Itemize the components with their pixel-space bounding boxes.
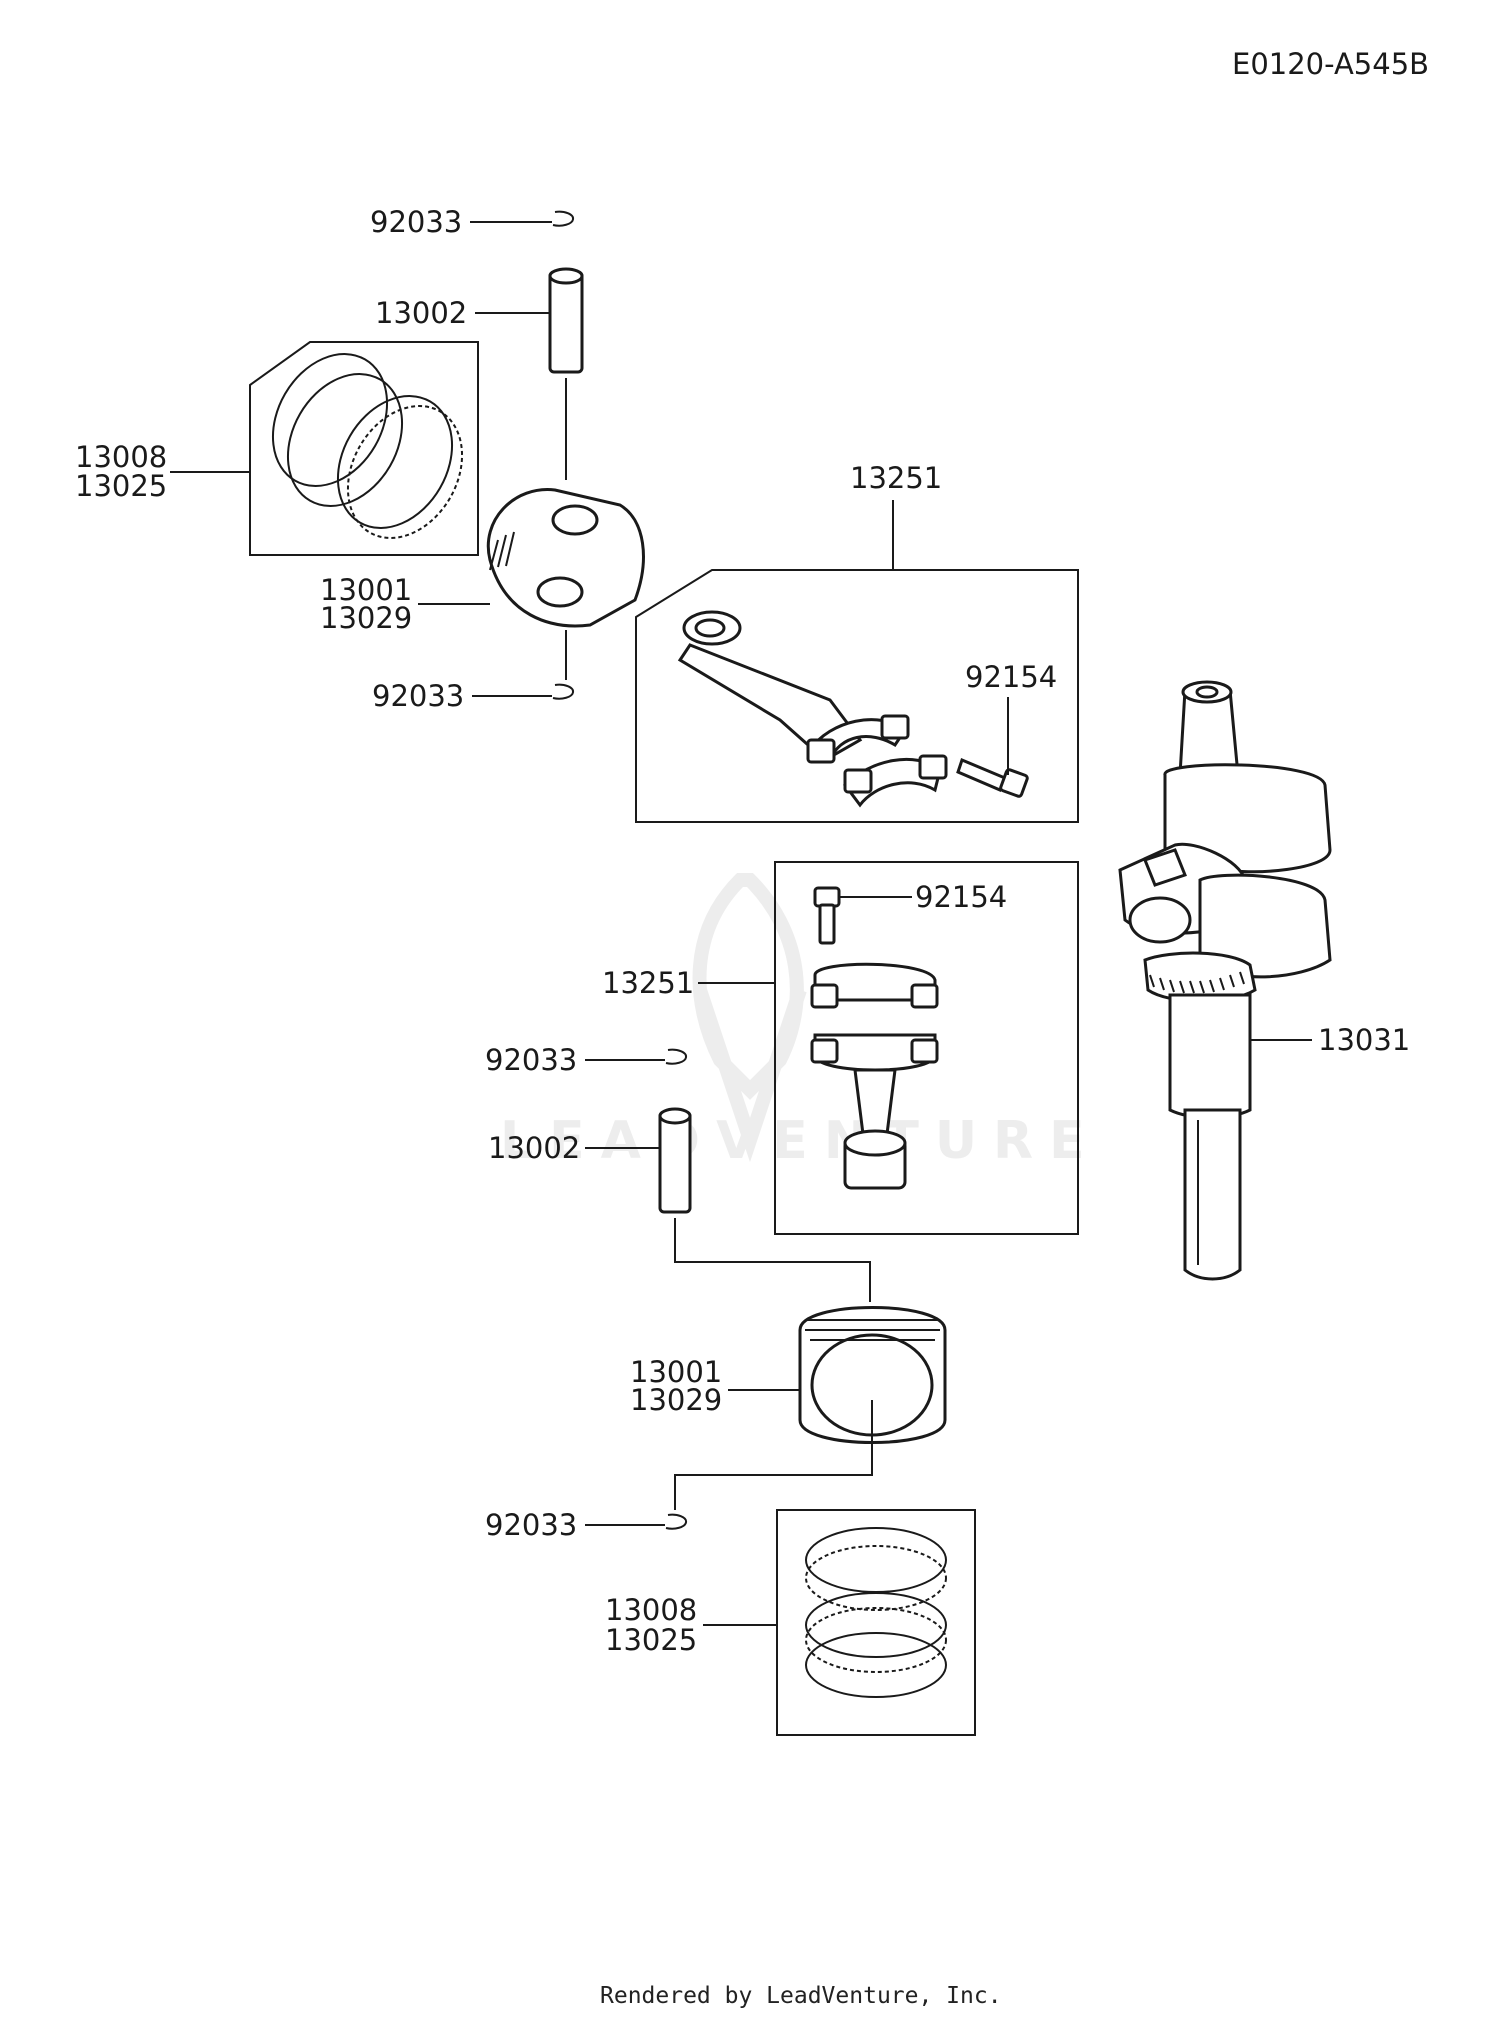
bolt-bottom[interactable] <box>813 886 841 945</box>
label-piston-bottom-b: 13029 <box>630 1383 722 1417</box>
label-bolt-bottom: 92154 <box>915 880 1007 914</box>
piston-bottom[interactable] <box>798 1306 947 1444</box>
circlip-top-lower[interactable] <box>552 683 575 700</box>
connecting-rod-top[interactable] <box>677 610 948 808</box>
label-bolt-top: 92154 <box>965 660 1057 694</box>
rings-bottom-frame <box>776 1509 976 1736</box>
label-crankshaft: 13031 <box>1318 1023 1410 1057</box>
label-circlip-bottom-upper: 92033 <box>485 1043 577 1077</box>
crankshaft[interactable] <box>1118 680 1332 1281</box>
label-rings-top-a: 13008 <box>75 440 167 474</box>
label-pin-bottom: 13002 <box>488 1131 580 1165</box>
piston-pin-top[interactable] <box>548 267 584 374</box>
piston-top[interactable] <box>486 488 645 628</box>
watermark-text: LEADVENTURE <box>500 1111 1101 1171</box>
leader-piston-to-circlip-bottom <box>674 1440 873 1510</box>
piston-pin-bottom[interactable] <box>658 1107 692 1214</box>
label-circlip-top-lower: 92033 <box>372 679 464 713</box>
watermark: LEADVENTURE <box>500 873 1101 1171</box>
diagram-code: E0120-A545B <box>1232 47 1429 81</box>
footer-credit: Rendered by LeadVenture, Inc. <box>600 1983 1002 2009</box>
label-circlip-bottom-lower: 92033 <box>485 1508 577 1542</box>
label-rings-bottom-b: 13025 <box>605 1623 697 1657</box>
label-piston-top-b: 13029 <box>320 601 412 635</box>
piston-rings-top[interactable] <box>250 333 485 558</box>
label-circlip-top-upper: 92033 <box>370 205 462 239</box>
label-conrod-top: 13251 <box>850 461 942 495</box>
conrod-bottom-frame <box>774 861 1079 1235</box>
label-conrod-bottom: 13251 <box>602 966 694 1000</box>
conrod-top-frame <box>635 569 1079 823</box>
label-piston-top-a: 13001 <box>320 573 412 607</box>
circlip-bottom-upper[interactable] <box>665 1048 688 1065</box>
watermark-logo-icon <box>692 873 807 1163</box>
rings-top-frame <box>249 341 479 556</box>
label-rings-top-b: 13025 <box>75 469 167 503</box>
circlip-top-upper[interactable] <box>552 210 575 227</box>
connecting-rod-bottom[interactable] <box>810 962 939 1190</box>
bolt-top[interactable] <box>956 757 1029 798</box>
label-piston-bottom-a: 13001 <box>630 1355 722 1389</box>
label-rings-bottom-a: 13008 <box>605 1593 697 1627</box>
circlip-bottom-lower[interactable] <box>665 1513 688 1530</box>
label-pin-top: 13002 <box>375 296 467 330</box>
leader-pin-to-piston-bottom <box>674 1218 871 1302</box>
piston-rings-bottom[interactable] <box>805 1527 947 1698</box>
